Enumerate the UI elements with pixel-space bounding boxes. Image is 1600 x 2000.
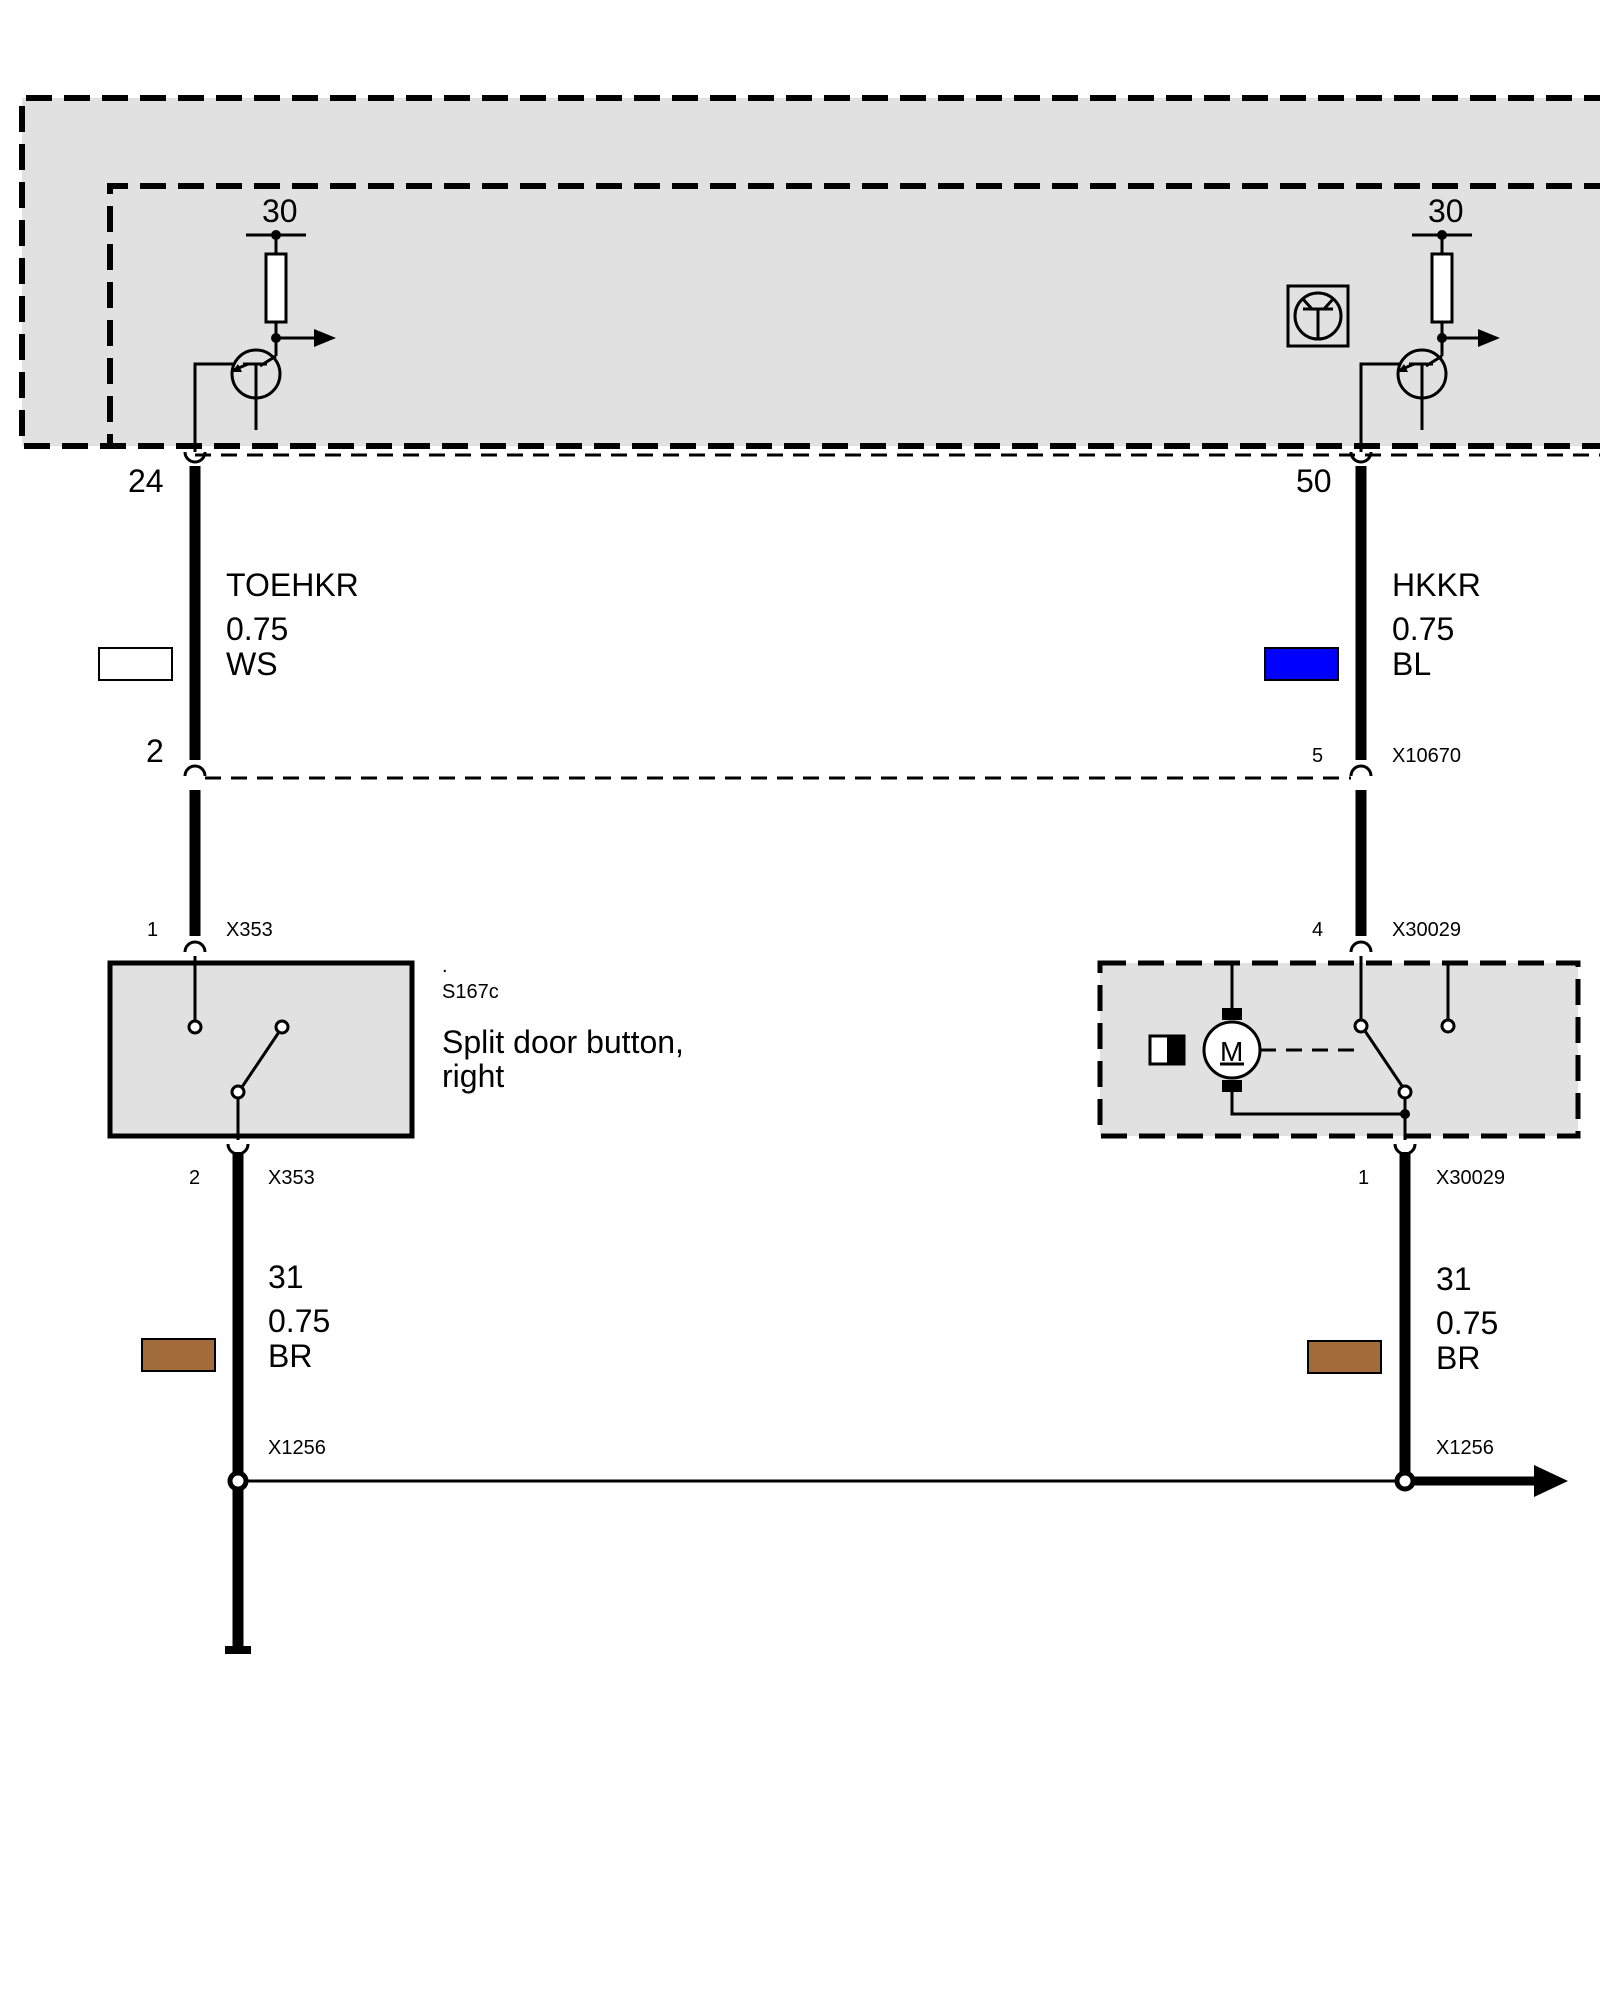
left-ground-color-label: BR [268, 1338, 312, 1374]
ground-icon [225, 1641, 251, 1654]
motor-bottom-connector-label: X30029 [1436, 1167, 1505, 1189]
right-pin-50-label: 50 [1296, 463, 1332, 499]
switch-bottom-pin-label: 2 [189, 1167, 200, 1189]
motor-limit-switch-lever [1363, 1030, 1404, 1087]
wire-color-swatch-white [98, 647, 173, 681]
switch-id-label: S167c [442, 981, 499, 1003]
wire-toehkr-signal-label: TOEHKR [226, 567, 359, 603]
motor-top-pin-socket [1349, 940, 1373, 953]
switch-dot-label: . [442, 955, 448, 977]
right-mid-pin-label: 5 [1312, 745, 1323, 767]
right-terminal-30-label: 30 [1428, 193, 1464, 229]
left-resistor [264, 252, 288, 324]
wire-color-swatch-brown-left [141, 1338, 216, 1372]
module-inner-border [107, 183, 1600, 446]
right-resistor [1430, 252, 1454, 324]
motor-unit: M [1097, 956, 1581, 1140]
switch-bottom-connector-label: X353 [268, 1167, 315, 1189]
right-transistor-icon [1396, 348, 1448, 430]
right-ground-gauge-label: 0.75 [1436, 1305, 1498, 1341]
switch-top-pin-socket [183, 940, 207, 953]
semiconductor-output-icon [1286, 284, 1350, 348]
switch-top-pin-label: 1 [147, 919, 158, 941]
wire-hkkr [1349, 451, 1373, 936]
ground-continuation-arrow-icon [1534, 1465, 1568, 1497]
left-signal-arrow-icon [314, 329, 336, 347]
wire-hkkr-gauge-label: 0.75 [1392, 611, 1454, 647]
switch-top-connector-label: X353 [226, 919, 273, 941]
motor-top-pin-label: 4 [1312, 919, 1323, 941]
control-module [19, 95, 1600, 457]
motor-status-icon [1148, 1034, 1186, 1066]
motor-top-connector-label: X30029 [1392, 919, 1461, 941]
wire-hkkr-color-label: BL [1392, 646, 1431, 682]
right-ground-splice-node [1394, 1470, 1416, 1492]
switch-contact-lever [240, 1031, 281, 1088]
right-ground-connector-label: X1256 [1436, 1437, 1494, 1459]
motor-icon: M [1202, 1020, 1262, 1080]
motor-symbol-label: M [1220, 1036, 1243, 1067]
right-signal-arrow-icon [1478, 329, 1500, 347]
left-transistor-icon [230, 348, 282, 430]
right-emitter-lead [1359, 362, 1400, 452]
wire-toehkr-color-label: WS [226, 646, 278, 682]
left-ground-splice-node [227, 1470, 249, 1492]
left-output-stage: 30 [193, 193, 336, 452]
left-pin-24-label: 24 [128, 463, 164, 499]
right-output-stage: 30 [1286, 193, 1500, 452]
switch-name-line1: Split door button, [442, 1024, 684, 1060]
left-ground-connector-label: X1256 [268, 1437, 326, 1459]
left-ground-gauge-label: 0.75 [268, 1303, 330, 1339]
motor-bottom-pin-label: 1 [1358, 1167, 1369, 1189]
left-emitter-lead [193, 362, 234, 452]
left-ground-terminal-label: 31 [268, 1259, 304, 1295]
split-door-button-switch [107, 956, 415, 1140]
module-outer-housing [22, 98, 1600, 446]
module-outer-border [19, 95, 1600, 449]
switch-name-line2: right [442, 1058, 504, 1094]
wire-hkkr-signal-label: HKKR [1392, 567, 1481, 603]
wire-toehkr-gauge-label: 0.75 [226, 611, 288, 647]
left-terminal-30-label: 30 [262, 193, 298, 229]
right-mid-connector-label: X10670 [1392, 745, 1461, 767]
right-ground-color-label: BR [1436, 1340, 1480, 1376]
wire-toehkr [183, 451, 207, 936]
wire-color-swatch-blue [1264, 647, 1339, 681]
right-ground-terminal-label: 31 [1436, 1261, 1472, 1297]
wire-color-swatch-brown-right [1307, 1340, 1382, 1374]
left-mid-pin-label: 2 [146, 733, 164, 769]
